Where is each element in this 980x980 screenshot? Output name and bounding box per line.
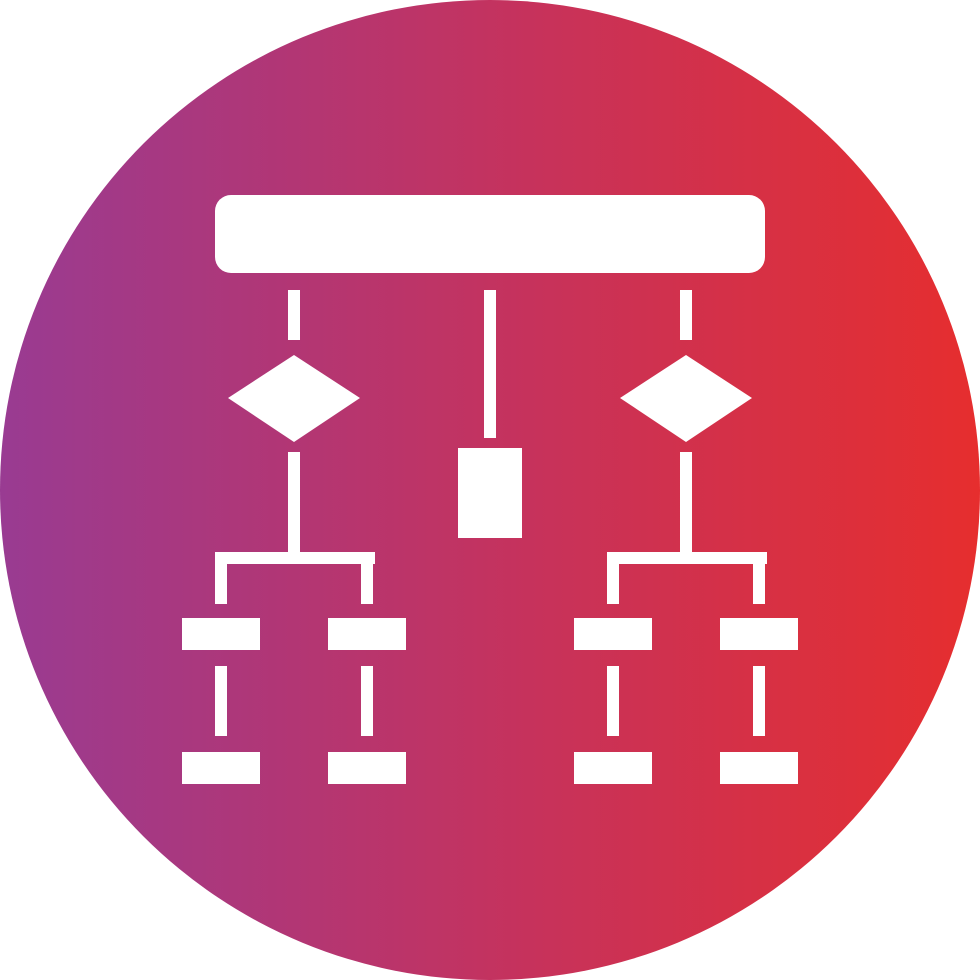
decision-diamond-right	[620, 355, 752, 442]
connector-line	[753, 666, 765, 736]
connector-line	[607, 552, 619, 604]
connector-line	[484, 290, 496, 438]
connector-line	[680, 290, 692, 340]
process-box	[574, 752, 652, 784]
process-box	[720, 618, 798, 650]
connector-line	[215, 552, 375, 564]
process-box	[574, 618, 652, 650]
process-box	[458, 448, 522, 538]
connector-line	[361, 666, 373, 736]
flowchart-top-bar	[215, 195, 765, 273]
connector-line	[607, 666, 619, 736]
flowchart-glyph	[182, 195, 798, 784]
process-box	[328, 618, 406, 650]
connector-line	[361, 552, 373, 604]
connector-line	[753, 552, 765, 604]
connector-line	[215, 666, 227, 736]
process-box	[720, 752, 798, 784]
process-box	[182, 618, 260, 650]
process-box	[328, 752, 406, 784]
connector-line	[607, 552, 767, 564]
connector-line	[288, 290, 300, 340]
flowchart-right-branch	[574, 290, 798, 784]
connector-line	[215, 552, 227, 604]
flowchart-left-branch	[182, 290, 406, 784]
decision-diamond-left	[228, 355, 360, 442]
connector-line	[680, 452, 692, 552]
connector-line	[288, 452, 300, 552]
flowchart-center-branch	[458, 290, 522, 538]
process-box	[182, 752, 260, 784]
